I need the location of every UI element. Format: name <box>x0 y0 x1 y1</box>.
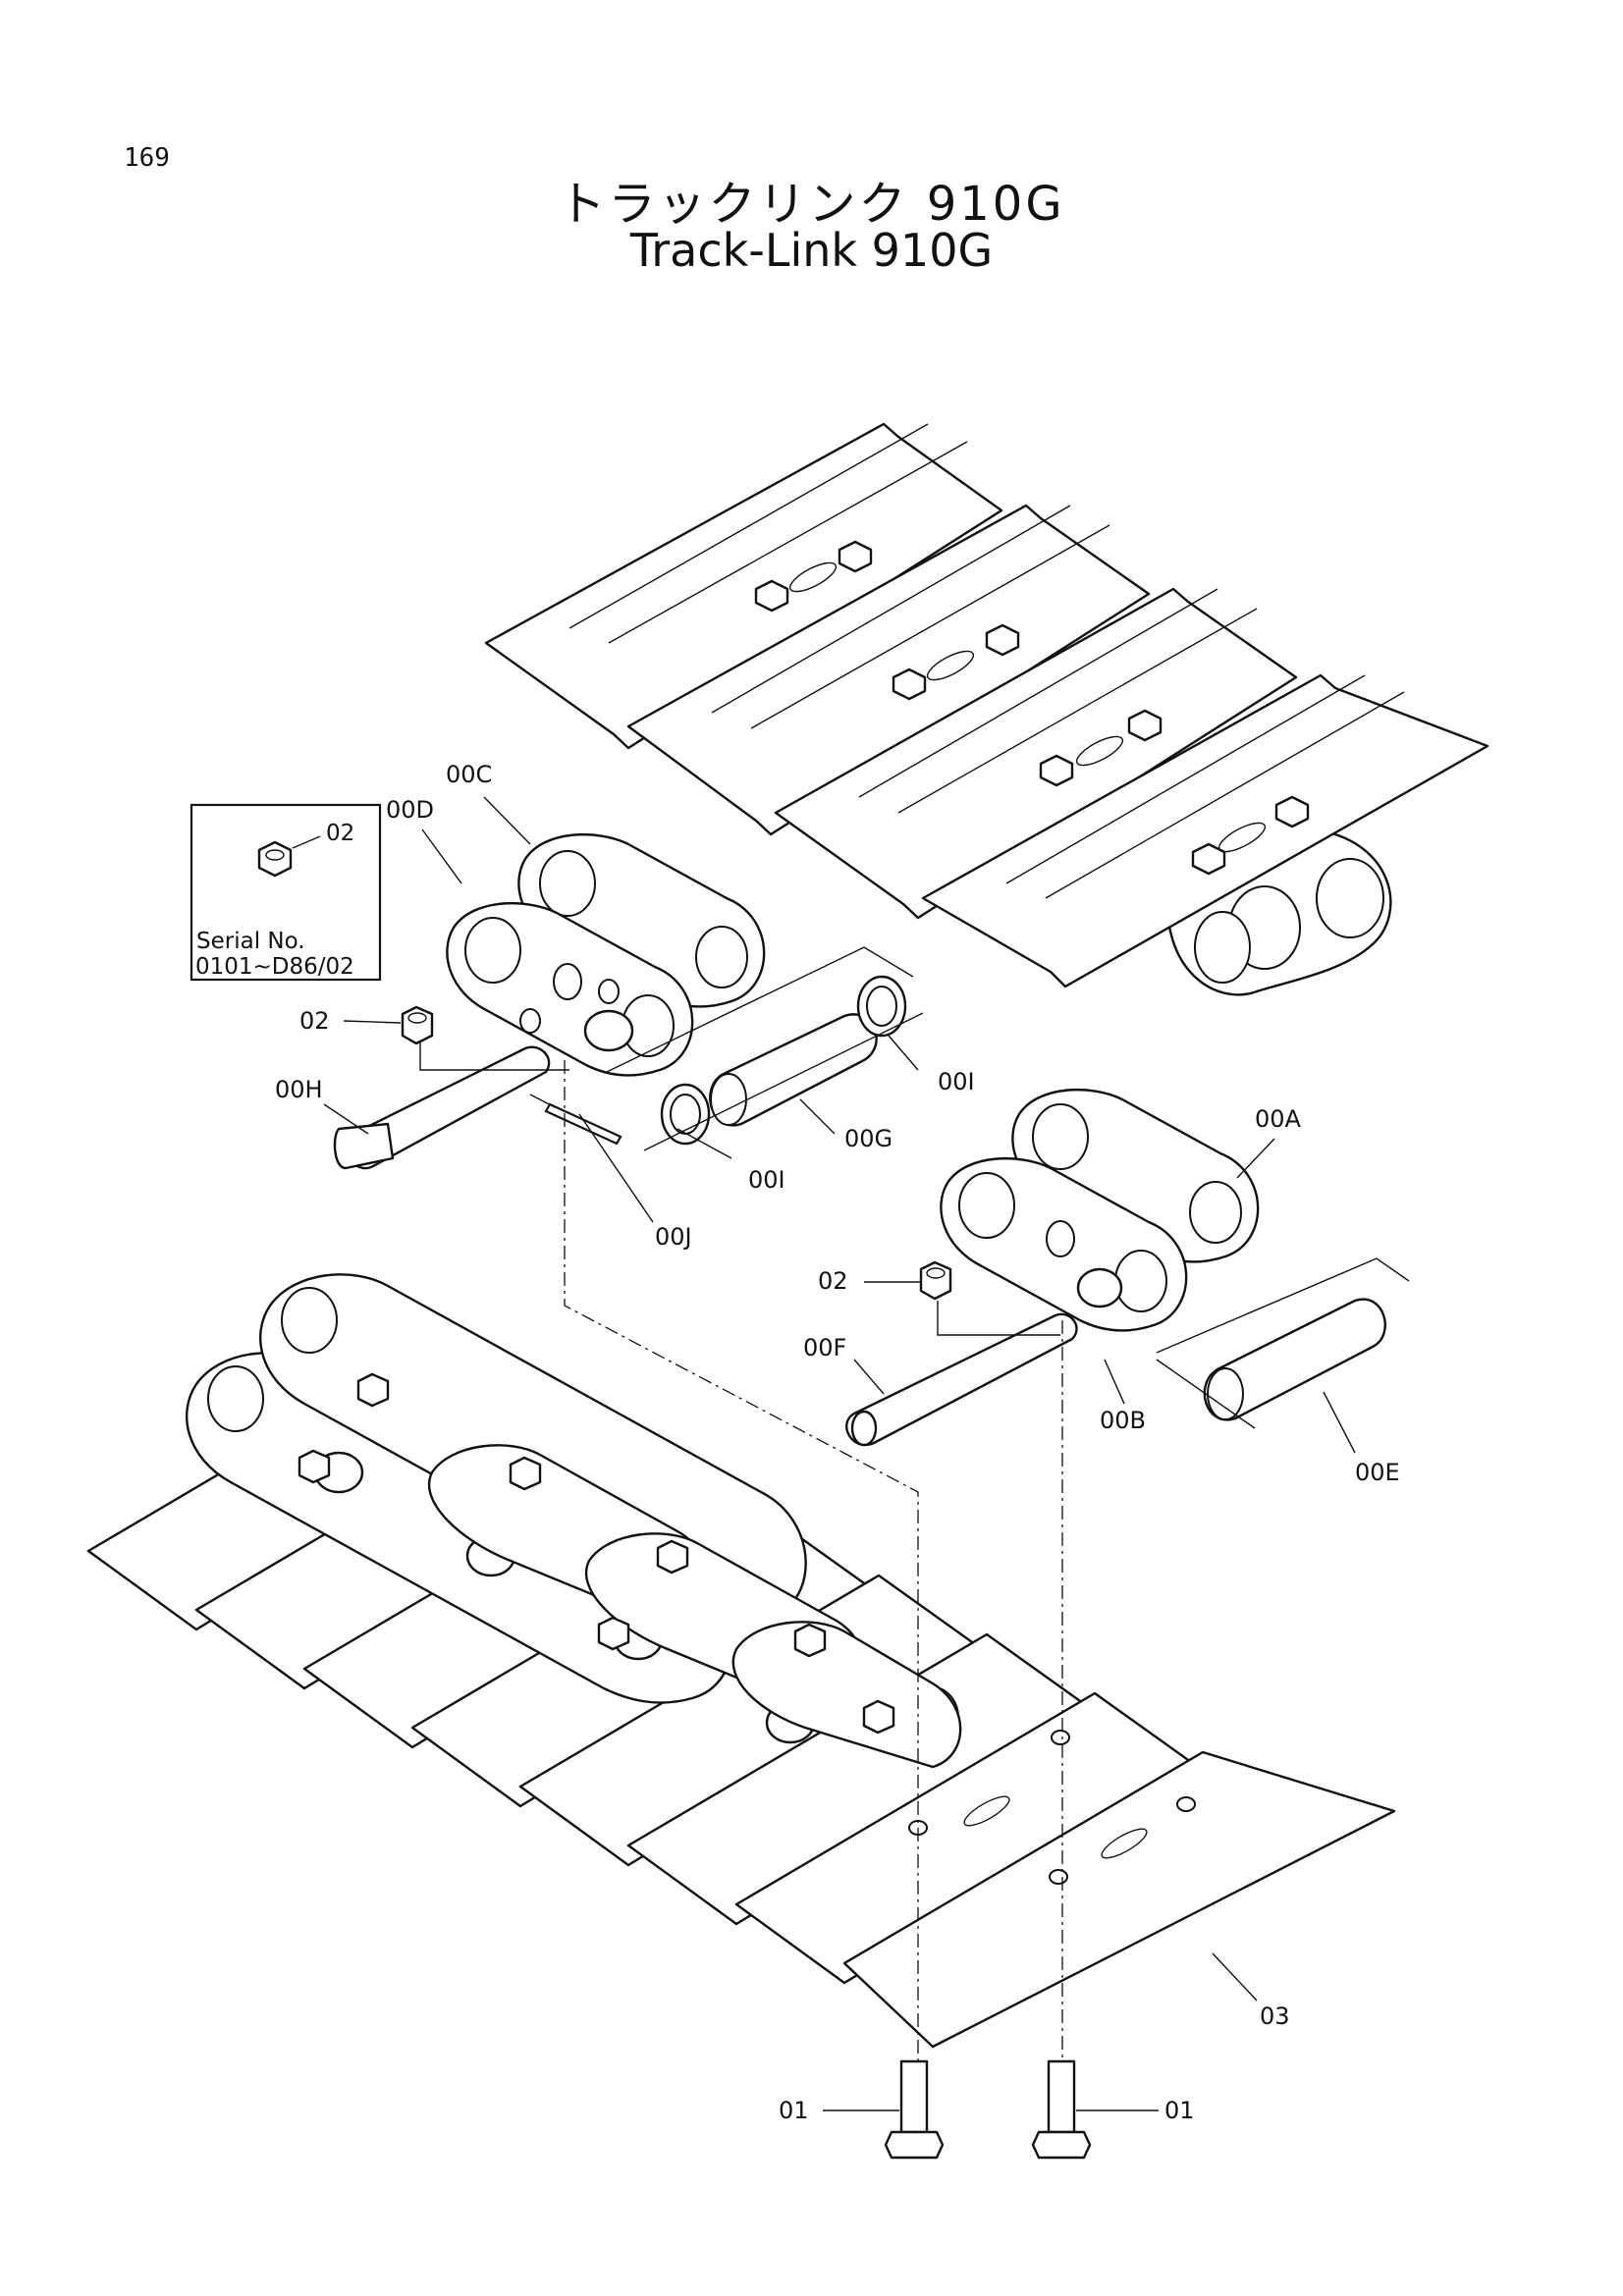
seal-00I-upper <box>856 975 907 1038</box>
inset-callout-02: 02 <box>326 821 354 846</box>
callout-00G: 00G <box>844 1125 893 1152</box>
page-number: 169 <box>124 143 170 173</box>
nut-02-upper <box>401 1005 434 1045</box>
bolt-01-left <box>884 2059 945 2160</box>
callout-00C: 00C <box>446 761 492 788</box>
nut-icon <box>257 840 293 878</box>
callout-01-right: 01 <box>1164 2097 1195 2124</box>
pin-00H <box>333 1045 551 1170</box>
callout-00F: 00F <box>803 1334 846 1362</box>
seal-00I-lower <box>660 1083 711 1146</box>
callout-00D: 00D <box>386 796 434 824</box>
callout-02-upper: 02 <box>299 1007 330 1035</box>
link-group-upper <box>446 832 766 1077</box>
leader-lines <box>323 796 1356 2111</box>
inset-serial-label: Serial No. <box>196 929 305 954</box>
callout-00I-upper: 00I <box>938 1068 975 1095</box>
callout-00J: 00J <box>655 1223 692 1251</box>
inset-serial-range: 0101~D86/02 <box>195 954 354 980</box>
callout-00H: 00H <box>275 1076 323 1103</box>
lower-track-assembly <box>86 1273 1396 2049</box>
shoe-03 <box>842 1750 1396 2049</box>
callout-03: 03 <box>1260 2002 1290 2030</box>
link-group-lower-right <box>940 1088 1260 1332</box>
bolt-01-right <box>1031 2059 1092 2160</box>
callout-00B: 00B <box>1100 1407 1146 1434</box>
pin-00F <box>845 1312 1078 1447</box>
callout-01-left: 01 <box>779 2097 809 2124</box>
bushing-00E <box>1203 1298 1386 1421</box>
page-title-english: Track-Link 910G <box>629 224 994 277</box>
callout-02-lower: 02 <box>818 1267 848 1295</box>
serial-number-inset: 02 Serial No. 0101~D86/02 <box>189 803 382 982</box>
callout-00I-lower: 00I <box>748 1166 785 1194</box>
bushing-00G <box>709 1013 878 1127</box>
page-title-japanese: トラックリンク 910G <box>558 177 1065 232</box>
callout-00A: 00A <box>1255 1105 1302 1133</box>
upper-shoe-bolts <box>754 540 1310 876</box>
callout-labels: 00C 00D 02 00H 00J 00I 00G 00I 00A 02 00… <box>275 761 1400 2124</box>
upper-track-shoe-assembly <box>484 422 1489 996</box>
nut-02-lower <box>919 1260 952 1301</box>
callout-00E: 00E <box>1355 1459 1400 1486</box>
cotter-pin-00J <box>529 1094 622 1146</box>
